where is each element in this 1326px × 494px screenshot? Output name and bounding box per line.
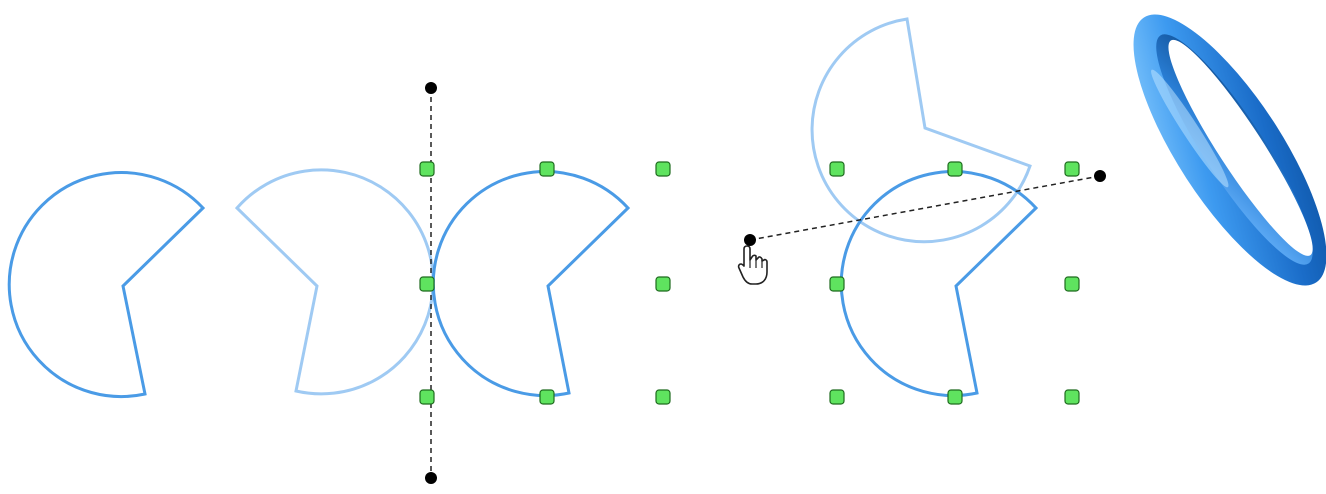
selection-handle-icon[interactable]	[419, 276, 435, 292]
pac-shape-rotated-ghost	[810, 17, 1032, 244]
crosshair-icon[interactable]	[1089, 165, 1111, 187]
selection-handle-icon[interactable]	[829, 389, 845, 405]
pac-shape-selected[interactable]	[431, 170, 631, 398]
selection-handle-icon[interactable]	[655, 276, 671, 292]
hand-pointer-icon	[737, 245, 768, 285]
torus-icon	[1133, 14, 1326, 286]
selection-handle-icon[interactable]	[419, 389, 435, 405]
rotate-operation	[737, 17, 1111, 405]
pac-shape-mirrored-ghost	[234, 168, 435, 396]
crosshair-icon[interactable]	[420, 77, 442, 99]
selection-handle-icon[interactable]	[539, 161, 555, 177]
original-shape[interactable]	[7, 171, 206, 399]
selection-handle-icon[interactable]	[1064, 389, 1080, 405]
selection-handle-icon[interactable]	[1064, 276, 1080, 292]
rotation-guide-line	[749, 175, 1101, 241]
selection-handle-icon[interactable]	[655, 161, 671, 177]
selection-handles	[829, 161, 1080, 405]
selection-handle-icon[interactable]	[419, 161, 435, 177]
selection-handle-icon[interactable]	[947, 389, 963, 405]
pac-shape-original[interactable]	[7, 171, 206, 399]
selection-handle-icon[interactable]	[1064, 161, 1080, 177]
selection-handle-icon[interactable]	[655, 389, 671, 405]
selection-handle-icon[interactable]	[947, 161, 963, 177]
selection-handle-icon[interactable]	[829, 276, 845, 292]
selection-handle-icon[interactable]	[829, 161, 845, 177]
selection-handle-icon[interactable]	[539, 389, 555, 405]
pac-shape-selected[interactable]	[839, 170, 1039, 398]
selection-handles	[419, 161, 671, 405]
mirror-operation	[234, 77, 671, 489]
